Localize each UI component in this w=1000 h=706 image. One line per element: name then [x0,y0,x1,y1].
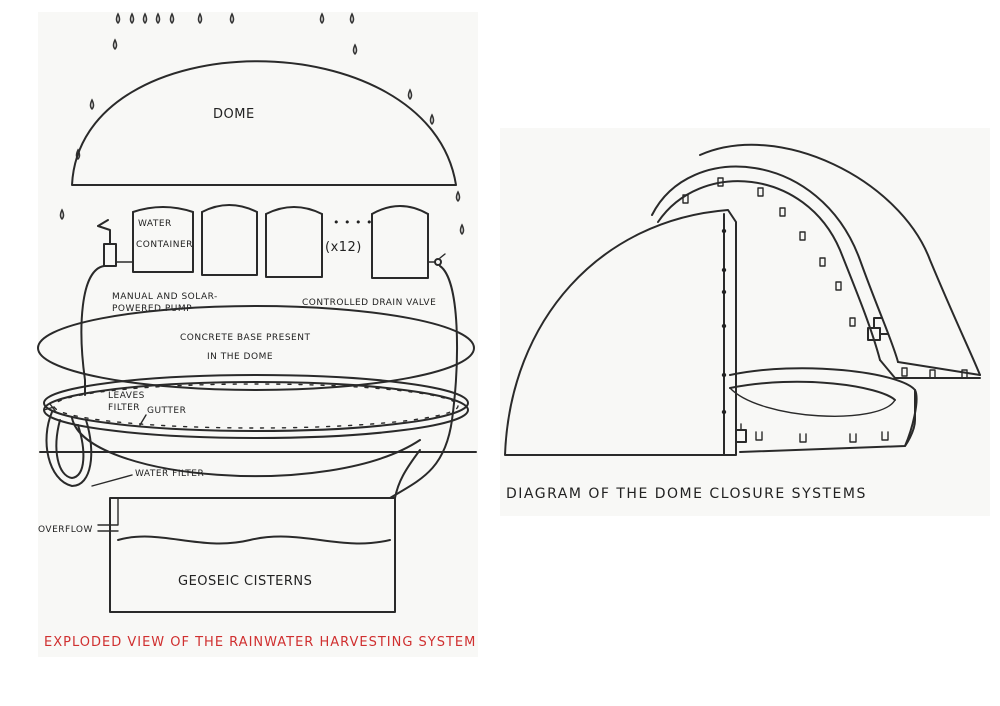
pump-label-1: MANUAL AND SOLAR- [112,292,218,302]
rear-dome-inner [657,180,881,361]
rear-dome-shell [651,165,899,363]
rain-drops [59,12,465,236]
lower-bowl [71,417,421,478]
base-ring [729,367,918,453]
base-tabs [755,431,889,443]
pump-label-2: POWERED PUMP [112,304,192,314]
concrete-base-label-1: CONCRETE BASE PRESENT [180,333,310,343]
continuation-dots: • • • • [333,216,373,229]
dome-closure-caption: DIAGRAM OF THE DOME CLOSURE SYSTEMS [506,486,867,502]
right-paper [500,128,990,516]
dome-label: DOME [213,107,255,122]
water-container [371,205,429,279]
concrete-base-label-2: IN THE DOME [207,352,273,362]
front-dome-shell [504,209,737,456]
drain-valve [427,253,446,266]
water-filter-leader [91,474,133,487]
leaves-filter-label-1: LEAVES [108,391,145,401]
overflow-label: OVERFLOW [38,525,93,535]
multiplier-label: (x12) [325,240,362,255]
leaves-filter-label-2: FILTER [108,403,140,413]
pump [97,219,134,267]
cisterns [109,449,421,613]
overflow-pipe [97,497,119,532]
water-filter-label: WATER FILTER [135,469,204,479]
water-container-label-2: CONTAINER [136,240,193,250]
left-paper [38,12,478,657]
rear-dome-outer [699,143,981,376]
drain-valve-label: CONTROLLED DRAIN VALVE [302,298,436,308]
dome-pump [867,317,889,341]
hinge-tabs [682,177,968,379]
dome-shape [71,60,457,186]
gutter-label: GUTTER [147,406,186,416]
exploded-view-panel: DOME WATER CONTAINER • • • • (x12) [37,12,478,657]
water-container-label-1: WATER [138,219,172,229]
water-container [265,206,323,278]
water-container [201,204,258,276]
front-dome-bolts [721,228,727,415]
gutter-leader [139,414,147,426]
water-filter [43,403,93,487]
exploded-view-caption: EXPLODED VIEW OF THE RAINWATER HARVESTIN… [44,635,476,650]
concrete-base [37,305,475,391]
water-containers [132,204,429,279]
water-container [132,206,194,273]
dome-closure-panel: DIAGRAM OF THE DOME CLOSURE SYSTEMS [500,128,990,516]
cisterns-label: GEOSEIC CISTERNS [178,574,312,589]
